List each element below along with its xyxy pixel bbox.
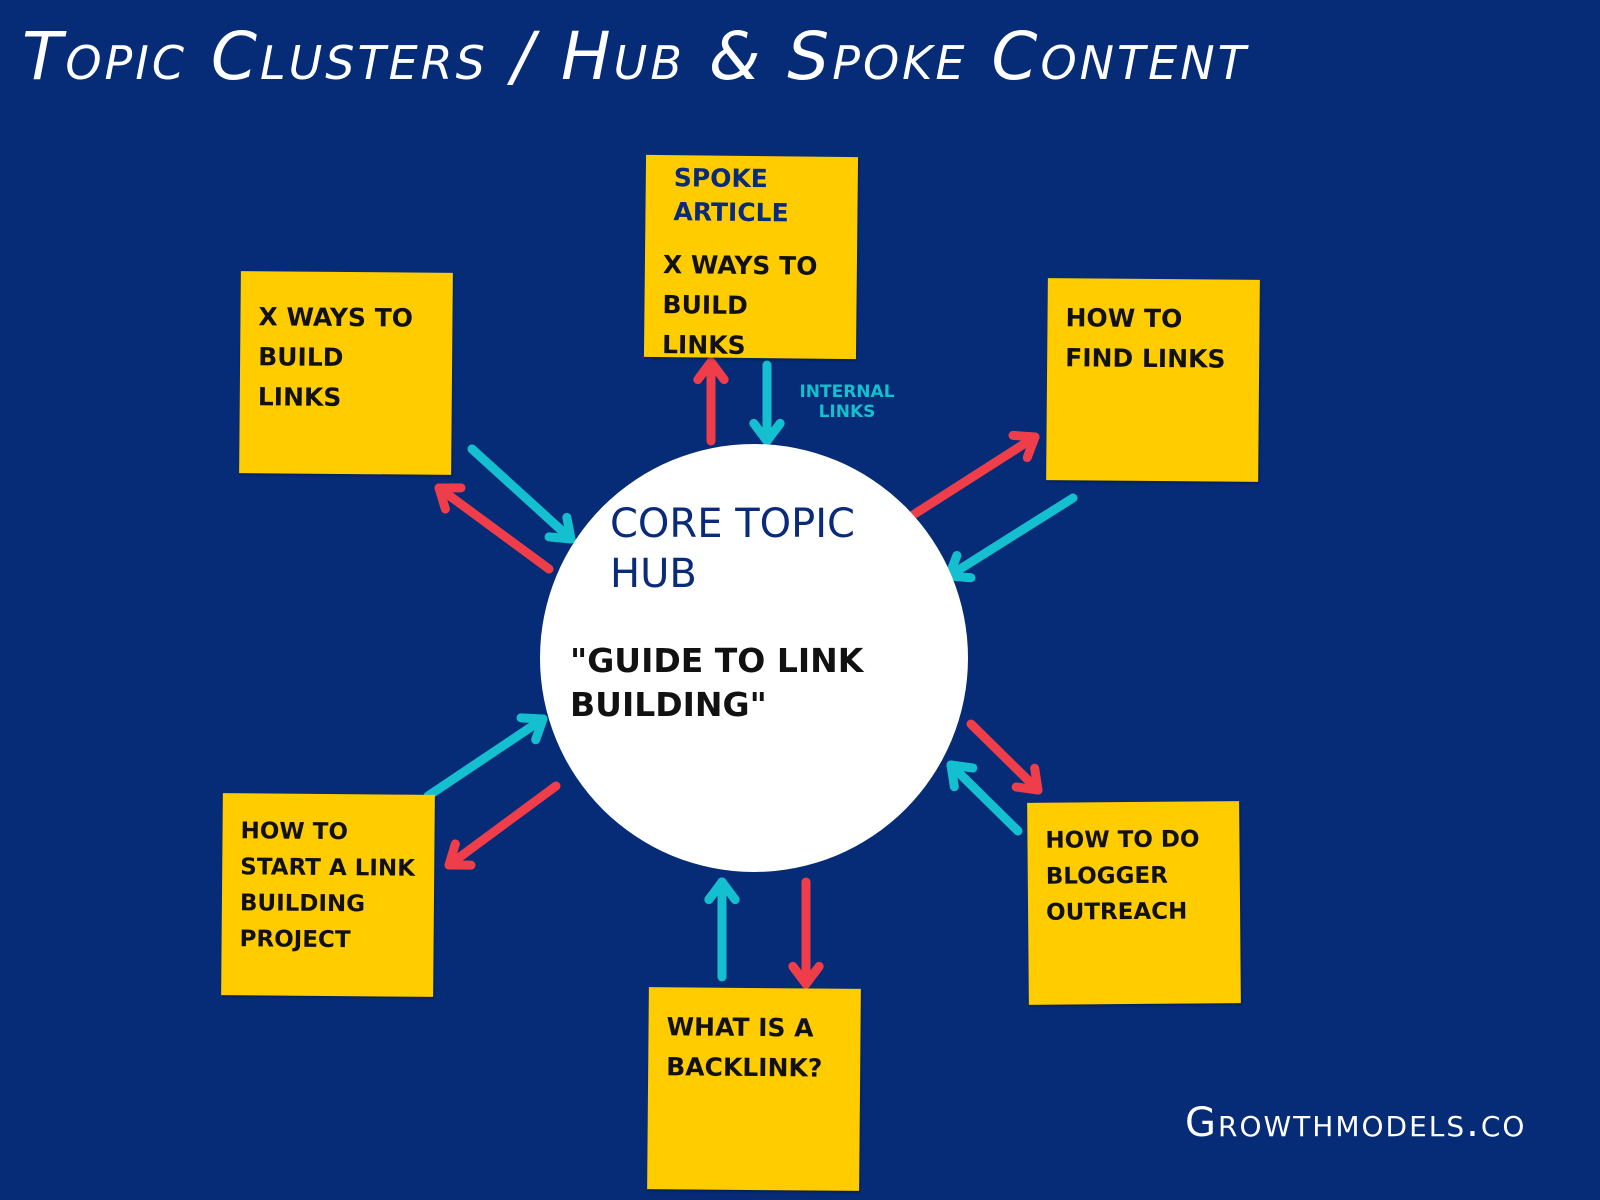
hub-to-topleft-arrow bbox=[434, 483, 554, 574]
core-topic-hub: Core Topic Hub "Guide to Link Building" bbox=[540, 444, 968, 872]
hub-to-bottom-arrow bbox=[788, 877, 824, 989]
spoke-note-bottom-left: How to Start a Link Building Project bbox=[221, 793, 435, 997]
hub-title: Core Topic Hub bbox=[610, 501, 855, 597]
hub-to-bottomright-arrow bbox=[966, 719, 1043, 795]
bottomleft-to-hub-arrow bbox=[423, 713, 548, 801]
hub-to-bottomleft-arrow bbox=[444, 781, 561, 870]
hub-to-top-arrow bbox=[693, 357, 729, 446]
spoke-text: What is a Backlink? bbox=[666, 1012, 823, 1083]
spoke-text: X ways to Build Links bbox=[661, 250, 818, 360]
top-to-hub-arrow bbox=[749, 360, 785, 446]
topright-to-hub-arrow bbox=[944, 493, 1078, 583]
spoke-note-top-right: How to Find Links bbox=[1046, 278, 1260, 482]
spoke-note-top-left: X ways to Build Links bbox=[239, 271, 453, 475]
spoke-text: X ways to Build Links bbox=[257, 302, 414, 412]
brand-watermark: Growthmodels.co bbox=[1185, 1100, 1527, 1146]
spoke-text: How to Do Blogger Outreach bbox=[1045, 826, 1200, 926]
internal-links-label: Internal Links bbox=[799, 382, 895, 422]
spoke-text: How to Find Links bbox=[1065, 303, 1226, 374]
spoke-note-bottom-right: How to Do Blogger Outreach bbox=[1027, 801, 1241, 1005]
hub-subtitle: "Guide to Link Building" bbox=[570, 641, 864, 724]
hub-to-topright-arrow bbox=[908, 430, 1040, 520]
bottom-to-hub-arrow bbox=[704, 877, 740, 982]
spoke-article-label: Spoke Article bbox=[673, 163, 789, 228]
bottomright-to-hub-arrow bbox=[946, 760, 1023, 836]
spoke-note-bottom: What is a Backlink? bbox=[647, 987, 861, 1191]
spoke-note-top: Spoke Article X ways to Build Links bbox=[643, 154, 859, 360]
diagram-title: Topic Clusters / Hub & Spoke Content bbox=[22, 18, 1249, 95]
spoke-text: How to Start a Link Building Project bbox=[239, 818, 416, 954]
topleft-to-hub-arrow bbox=[467, 444, 576, 544]
